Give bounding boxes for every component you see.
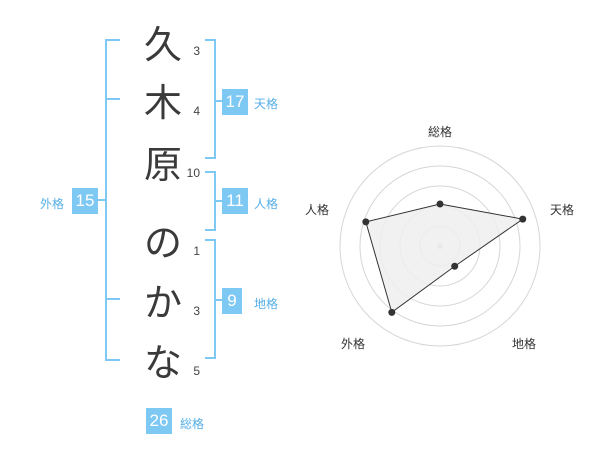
radar-label-gaikaku: 外格 (340, 337, 365, 351)
stroke-count-2: 4 (193, 104, 200, 118)
name-char-4: の (143, 221, 182, 265)
name-char-3: 原 (143, 143, 182, 187)
radar-label-jinkaku: 人格 (304, 203, 329, 217)
stroke-count-3: 10 (186, 166, 200, 180)
jinkaku-badge: 11 (222, 188, 248, 214)
soukaku-label: 総格 (180, 417, 205, 431)
tenkaku-badge: 17 (222, 89, 248, 115)
radar-polygon (365, 203, 525, 314)
radar-point-jinkaku (362, 218, 370, 226)
chikaku-badge: 9 (222, 288, 242, 314)
radar-point-soukaku (436, 200, 444, 208)
radar-label-chikaku: 地格 (511, 337, 536, 351)
radar-ring-4 (359, 165, 521, 327)
radar-point-tenkaku (519, 215, 527, 223)
tenkaku-label: 天格 (254, 97, 279, 111)
radar-label-tenkaku: 天格 (549, 203, 574, 217)
stroke-count-5: 3 (193, 304, 200, 318)
chikaku-label: 地格 (254, 297, 279, 311)
radar-label-soukaku: 総格 (427, 125, 452, 139)
soukaku-badge: 26 (146, 408, 172, 434)
stroke-count-6: 5 (193, 364, 200, 378)
name-char-6: な (143, 341, 182, 385)
radar-point-gaikaku (388, 308, 396, 316)
jinkaku-label: 人格 (254, 197, 279, 211)
radar-ring-5 (339, 145, 541, 347)
name-char-2: 木 (143, 81, 182, 125)
gaikaku-badge: 15 (72, 188, 98, 214)
stroke-count-1: 3 (193, 44, 200, 58)
radar-point-chikaku (451, 262, 459, 270)
tenkaku-bracket (205, 39, 216, 159)
stroke-count-4: 1 (193, 244, 200, 258)
gaikaku-label: 外格 (40, 197, 65, 211)
name-char-1: 久 (143, 23, 182, 67)
name-char-5: か (143, 281, 182, 325)
